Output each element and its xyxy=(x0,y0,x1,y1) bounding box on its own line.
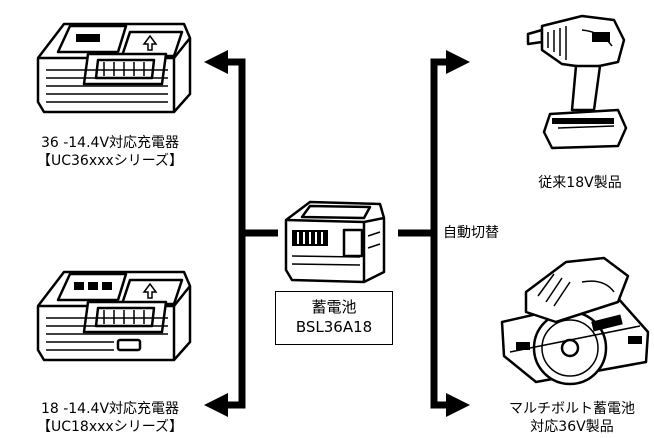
arrow-to-top-charger xyxy=(204,50,228,74)
charger-bottom-image xyxy=(36,270,192,362)
circular-saw-image xyxy=(500,256,650,386)
charger-top-label: 36 -14.4V対応充電器 【UC36xxxシリーズ】 xyxy=(0,134,220,170)
battery-image xyxy=(284,200,386,284)
battery-label-line1: 蓄電池 xyxy=(311,298,357,316)
battery-label-box: 蓄電池 BSL36A18 xyxy=(275,291,393,345)
tool-top-label: 従来18V製品 xyxy=(538,175,622,191)
tool-bottom-label-line2: 対応36V製品 xyxy=(530,419,614,435)
charger-top-label-line1: 36 -14.4V対応充電器 xyxy=(40,135,180,151)
auto-switch-label: 自動切替 xyxy=(443,225,499,241)
left-bracket-line xyxy=(226,58,246,409)
tool-bottom-label-line1: マルチボルト蓄電池 xyxy=(509,401,635,417)
battery-label-line2: BSL36A18 xyxy=(295,318,373,336)
impact-driver-image xyxy=(526,14,628,150)
charger-bottom-label-line2: 【UC18xxxシリーズ】 xyxy=(37,419,183,435)
arrow-to-bottom-tool xyxy=(446,393,470,417)
charger-bottom-label-line1: 18 -14.4V対応充電器 xyxy=(40,401,180,417)
arrow-to-top-tool xyxy=(446,50,470,74)
tool-bottom-label: マルチボルト蓄電池 対応36V製品 xyxy=(490,400,654,436)
charger-top-label-line2: 【UC36xxxシリーズ】 xyxy=(37,153,183,169)
charger-top-image xyxy=(36,22,192,114)
arrow-to-bottom-charger xyxy=(204,393,228,417)
charger-bottom-label: 18 -14.4V対応充電器 【UC18xxxシリーズ】 xyxy=(0,400,220,436)
